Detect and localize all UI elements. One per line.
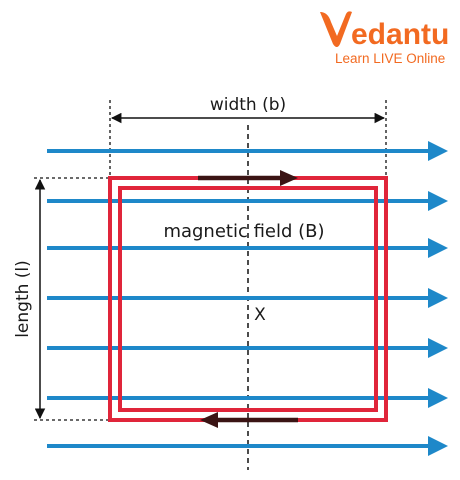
field-arrow <box>47 141 448 161</box>
logo-tagline: Learn LIVE Online <box>335 51 445 66</box>
arrow-left-icon <box>200 412 218 428</box>
arrow-right-icon <box>428 288 448 308</box>
loop-inner <box>118 186 378 412</box>
logo-v-mark <box>320 11 352 48</box>
width-dimension: width (b) <box>109 95 387 178</box>
length-label: length (l) <box>13 260 33 338</box>
magnetic-field-label: magnetic field (B) <box>163 221 324 242</box>
arrow-right-icon <box>428 436 448 456</box>
axis-label: X <box>254 305 266 325</box>
arrow-right-icon <box>428 338 448 358</box>
arrow-right-icon <box>428 388 448 408</box>
field-arrow <box>47 436 448 456</box>
arrow-right-icon <box>428 141 448 161</box>
vedantu-logo: edantu Learn LIVE Online <box>320 11 449 66</box>
current-arrow-bottom <box>200 412 298 428</box>
arrow-right-icon <box>428 238 448 258</box>
arrow-right-icon <box>428 191 448 211</box>
current-arrow-top <box>198 170 298 186</box>
width-label: width (b) <box>210 95 286 115</box>
length-dimension: length (l) <box>13 177 110 421</box>
logo-wordmark: edantu <box>351 18 449 51</box>
arrow-right-icon <box>280 170 298 186</box>
